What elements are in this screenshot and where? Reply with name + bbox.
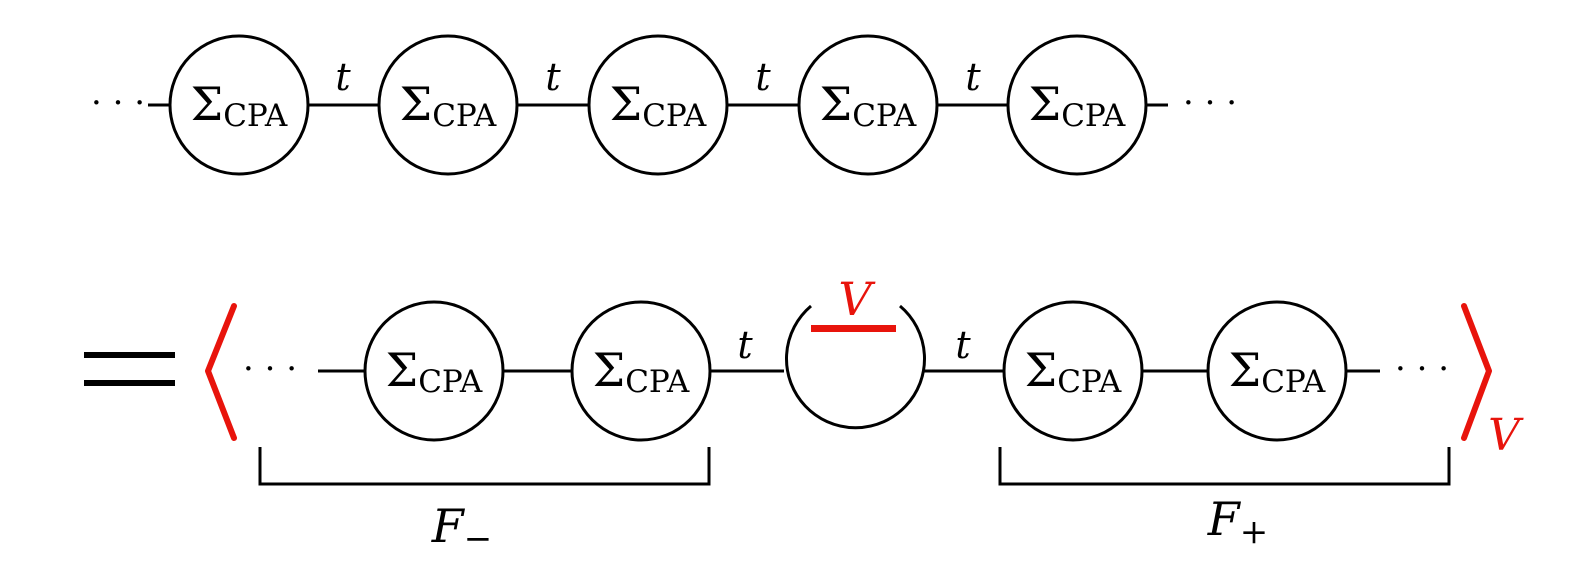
svg-text:ΣCPA: ΣCPA <box>400 77 497 134</box>
equals-sign-label: = <box>0 0 1 1</box>
node-symbol: Σ <box>593 343 626 397</box>
top-node-5: ΣCPA <box>1006 34 1148 176</box>
top-node-2: ΣCPA <box>377 34 519 176</box>
brace-f-plus <box>998 447 1451 486</box>
bottom-right-node-1: ΣCPA <box>1002 300 1144 442</box>
bottom-hopping-label-right: t <box>955 323 971 367</box>
top-ellipsis-right: · · · <box>1183 83 1237 123</box>
bottom-left-node-1: ΣCPA <box>363 300 505 442</box>
top-hopping-label-3: t <box>755 55 771 99</box>
node-symbol: Σ <box>386 343 419 397</box>
bottom-right-node-2: ΣCPA <box>1206 300 1348 442</box>
node-symbol: Σ <box>1229 343 1262 397</box>
top-hopping-label-1: t <box>335 55 351 99</box>
svg-text:ΣCPA: ΣCPA <box>386 343 483 400</box>
node-symbol: Σ <box>610 77 643 131</box>
brace-f-plus-subscript: + <box>1240 512 1269 552</box>
svg-text:ΣCPA: ΣCPA <box>593 343 690 400</box>
node-symbol: Σ <box>1029 77 1062 131</box>
svg-text:ΣCPA: ΣCPA <box>1029 77 1126 134</box>
top-ellipsis-left: · · · <box>91 83 145 123</box>
top-node-4: ΣCPA <box>797 34 939 176</box>
bottom-ellipsis-right: · · · <box>1395 349 1449 389</box>
brace-f-plus-symbol: F <box>1207 492 1242 546</box>
impurity-label-v: V <box>838 272 876 326</box>
brace-f-minus-subscript: − <box>464 519 493 559</box>
svg-text:ΣCPA: ΣCPA <box>610 77 707 134</box>
bottom-hopping-label-left: t <box>737 323 753 367</box>
node-symbol: Σ <box>191 77 224 131</box>
svg-text:ΣCPA: ΣCPA <box>1229 343 1326 400</box>
brace-f-plus-label: F+ <box>1207 492 1268 552</box>
node-subscript: CPA <box>432 98 497 134</box>
bottom-ellipsis-left: · · · <box>243 349 297 389</box>
average-subscript-v: V <box>1488 410 1524 461</box>
node-subscript: CPA <box>418 364 483 400</box>
right-angle-bracket <box>1461 303 1492 441</box>
top-chain: · · · · · · t t t t ΣCPA ΣCPA Σ <box>91 34 1237 176</box>
top-hopping-label-2: t <box>545 55 561 99</box>
left-angle-bracket <box>205 303 237 441</box>
brace-f-minus-label: F− <box>431 499 492 559</box>
top-node-1: ΣCPA <box>168 34 310 176</box>
brace-f-minus-symbol: F <box>431 499 466 553</box>
svg-text:ΣCPA: ΣCPA <box>191 77 288 134</box>
node-subscript: CPA <box>223 98 288 134</box>
node-subscript: CPA <box>625 364 690 400</box>
node-subscript: CPA <box>1261 364 1326 400</box>
node-symbol: Σ <box>820 77 853 131</box>
node-symbol: Σ <box>400 77 433 131</box>
node-subscript: CPA <box>852 98 917 134</box>
node-subscript: CPA <box>1057 364 1122 400</box>
top-hopping-label-4: t <box>965 55 981 99</box>
bottom-chain: = V · · · · · · t t ΣCPA ΣCPA <box>0 0 1524 559</box>
bottom-left-node-2: ΣCPA <box>570 300 712 442</box>
impurity-node: V <box>785 272 926 430</box>
node-subscript: CPA <box>642 98 707 134</box>
impurity-red-bar <box>811 325 896 332</box>
svg-text:ΣCPA: ΣCPA <box>820 77 917 134</box>
equals-sign <box>84 352 175 386</box>
brace-f-minus <box>258 447 711 486</box>
svg-text:ΣCPA: ΣCPA <box>1025 343 1122 400</box>
top-node-3: ΣCPA <box>587 34 729 176</box>
node-subscript: CPA <box>1061 98 1126 134</box>
node-symbol: Σ <box>1025 343 1058 397</box>
